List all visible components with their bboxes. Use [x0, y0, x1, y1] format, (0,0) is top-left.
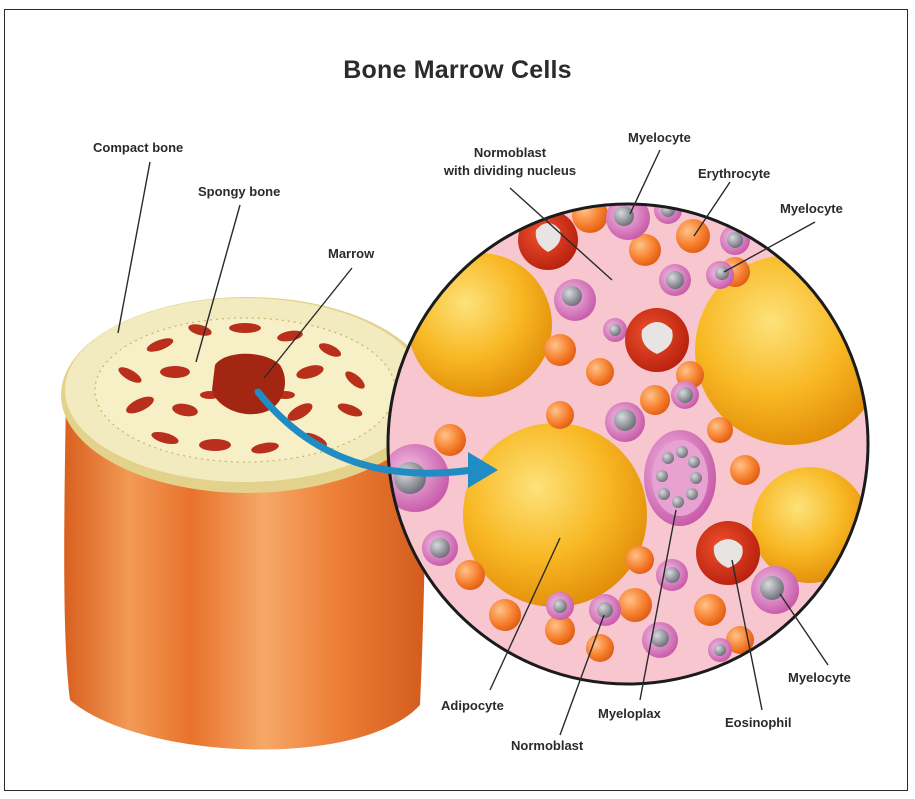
magnified-marrow-view [381, 196, 885, 684]
label-normoblast-dividing-2: with dividing nucleus [443, 163, 576, 178]
label-adipocyte: Adipocyte [441, 698, 504, 713]
label-normoblast: Normoblast [511, 738, 584, 753]
label-spongy-bone: Spongy bone [198, 184, 280, 199]
label-myelocyte-right: Myelocyte [780, 201, 843, 216]
bone-section [61, 297, 433, 750]
label-myeloplax: Myeloplax [598, 706, 662, 721]
label-normoblast-dividing-1: Normoblast [474, 145, 547, 160]
adipocyte-cell [463, 423, 647, 607]
label-erythrocyte: Erythrocyte [698, 166, 770, 181]
label-compact-bone: Compact bone [93, 140, 183, 155]
adipocyte-cell [752, 467, 868, 583]
adipocyte-cell [408, 253, 552, 397]
label-marrow: Marrow [328, 246, 375, 261]
label-myelocyte-top: Myelocyte [628, 130, 691, 145]
marrow-cavity [212, 354, 285, 414]
myeloplax-cell [644, 430, 716, 526]
label-eosinophil: Eosinophil [725, 715, 791, 730]
label-myelocyte-bottom: Myelocyte [788, 670, 851, 685]
leader-compact-bone [118, 162, 150, 333]
